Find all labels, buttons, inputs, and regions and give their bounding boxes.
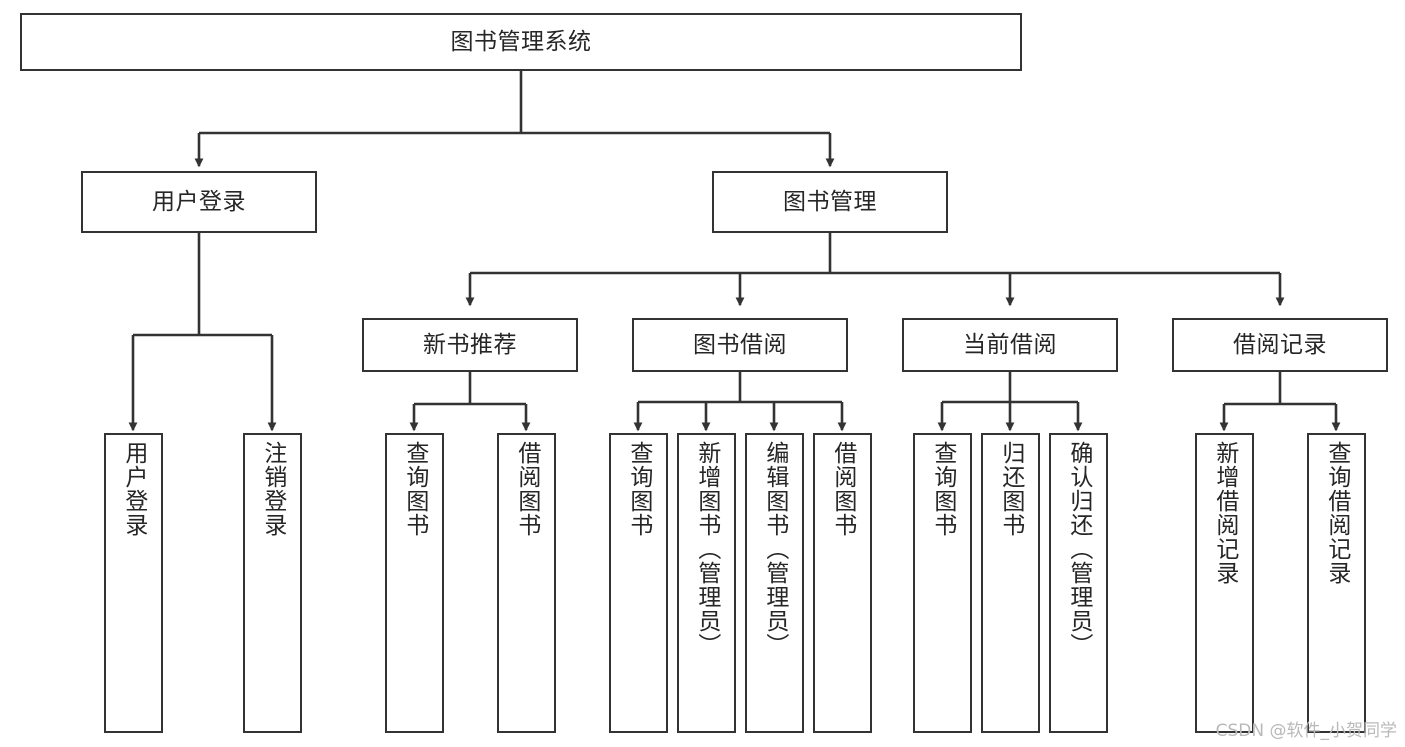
csdn-watermark: CSDN @软件_小贺同学 xyxy=(1215,721,1397,741)
node-leaf-add-record-label: 新增借阅记录 xyxy=(1211,441,1238,585)
node-leaf-logout-login-label: 注销登录 xyxy=(259,441,286,537)
node-leaf-logout-login[interactable]: 注销登录 xyxy=(243,433,302,733)
node-leaf-add-book[interactable]: 新增图书（管理员） xyxy=(677,433,736,733)
node-leaf-query-record-label: 查询借阅记录 xyxy=(1323,441,1350,585)
node-new-book-recommend-label: 新书推荐 xyxy=(423,331,517,358)
node-leaf-user-login[interactable]: 用户登录 xyxy=(104,433,163,733)
node-leaf-return-book[interactable]: 归还图书 xyxy=(981,433,1040,733)
node-leaf-borrow-book-2-label: 借阅图书 xyxy=(829,441,856,537)
node-root[interactable]: 图书管理系统 xyxy=(20,13,1022,71)
node-leaf-borrow-book-1-label: 借阅图书 xyxy=(513,441,540,537)
node-leaf-borrow-book-2[interactable]: 借阅图书 xyxy=(813,433,872,733)
node-user-login[interactable]: 用户登录 xyxy=(81,171,317,233)
node-current-borrow[interactable]: 当前借阅 xyxy=(902,318,1118,372)
node-leaf-edit-book-label: 编辑图书（管理员） xyxy=(761,441,788,657)
node-leaf-query-book-1-label: 查询图书 xyxy=(401,441,428,537)
node-book-manage-label: 图书管理 xyxy=(783,188,877,215)
node-leaf-query-book-3[interactable]: 查询图书 xyxy=(913,433,972,733)
node-leaf-edit-book[interactable]: 编辑图书（管理员） xyxy=(745,433,804,733)
node-current-borrow-label: 当前借阅 xyxy=(963,331,1057,358)
node-root-label: 图书管理系统 xyxy=(450,28,592,55)
node-leaf-query-book-2[interactable]: 查询图书 xyxy=(609,433,668,733)
node-leaf-add-book-label: 新增图书（管理员） xyxy=(693,441,720,657)
node-user-login-label: 用户登录 xyxy=(152,188,246,215)
node-borrow-record[interactable]: 借阅记录 xyxy=(1172,318,1388,372)
node-new-book-recommend[interactable]: 新书推荐 xyxy=(362,318,578,372)
node-leaf-query-book-3-label: 查询图书 xyxy=(929,441,956,537)
node-leaf-query-record[interactable]: 查询借阅记录 xyxy=(1307,433,1366,733)
node-borrow-record-label: 借阅记录 xyxy=(1233,331,1327,358)
node-leaf-confirm-return[interactable]: 确认归还（管理员） xyxy=(1049,433,1108,733)
node-leaf-user-login-label: 用户登录 xyxy=(120,441,147,537)
node-book-manage[interactable]: 图书管理 xyxy=(712,171,948,233)
node-leaf-add-record[interactable]: 新增借阅记录 xyxy=(1195,433,1254,733)
node-leaf-confirm-return-label: 确认归还（管理员） xyxy=(1065,441,1092,657)
node-leaf-borrow-book-1[interactable]: 借阅图书 xyxy=(497,433,556,733)
node-leaf-query-book-2-label: 查询图书 xyxy=(625,441,652,537)
node-book-borrow-label: 图书借阅 xyxy=(693,331,787,358)
node-leaf-return-book-label: 归还图书 xyxy=(997,441,1024,537)
node-book-borrow[interactable]: 图书借阅 xyxy=(632,318,848,372)
node-leaf-query-book-1[interactable]: 查询图书 xyxy=(385,433,444,733)
